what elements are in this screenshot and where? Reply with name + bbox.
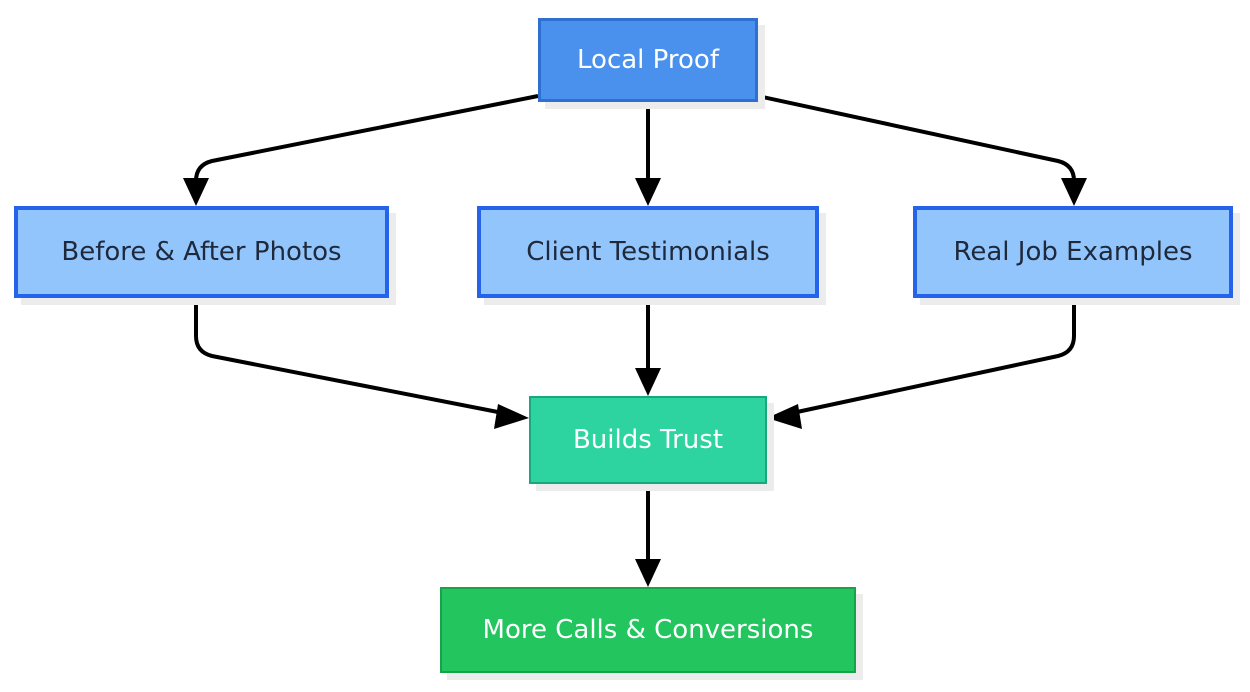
node-label: Builds Trust <box>572 425 724 455</box>
arrowhead <box>183 178 209 206</box>
node-label: More Calls & Conversions <box>482 615 814 645</box>
node-builds-trust[interactable]: Builds Trust <box>529 396 767 484</box>
arrowhead <box>635 178 661 206</box>
arrowhead <box>635 559 661 587</box>
edge-builds-trust-to-conversions <box>635 484 661 587</box>
node-local-proof[interactable]: Local Proof <box>538 18 758 102</box>
edge-local-proof-to-before-after <box>183 94 539 206</box>
arrowhead <box>1061 178 1087 206</box>
arrowhead <box>767 404 802 429</box>
node-before-after-photos[interactable]: Before & After Photos <box>14 206 389 298</box>
edge-local-proof-to-testimonials <box>635 102 661 206</box>
edge-job-examples-to-builds-trust <box>767 298 1076 429</box>
node-label: Before & After Photos <box>61 237 342 267</box>
edge-before-after-to-builds-trust <box>194 298 529 429</box>
node-label: Client Testimonials <box>526 237 770 267</box>
edge-testimonials-to-builds-trust <box>635 298 661 396</box>
node-label: Local Proof <box>577 45 719 75</box>
node-label: Real Job Examples <box>953 237 1193 267</box>
node-more-calls-conversions[interactable]: More Calls & Conversions <box>440 587 856 673</box>
node-client-testimonials[interactable]: Client Testimonials <box>477 206 819 298</box>
arrowhead <box>494 404 529 429</box>
node-real-job-examples[interactable]: Real Job Examples <box>913 206 1233 298</box>
edge-local-proof-to-job-examples <box>757 94 1087 206</box>
arrowhead <box>635 368 661 396</box>
